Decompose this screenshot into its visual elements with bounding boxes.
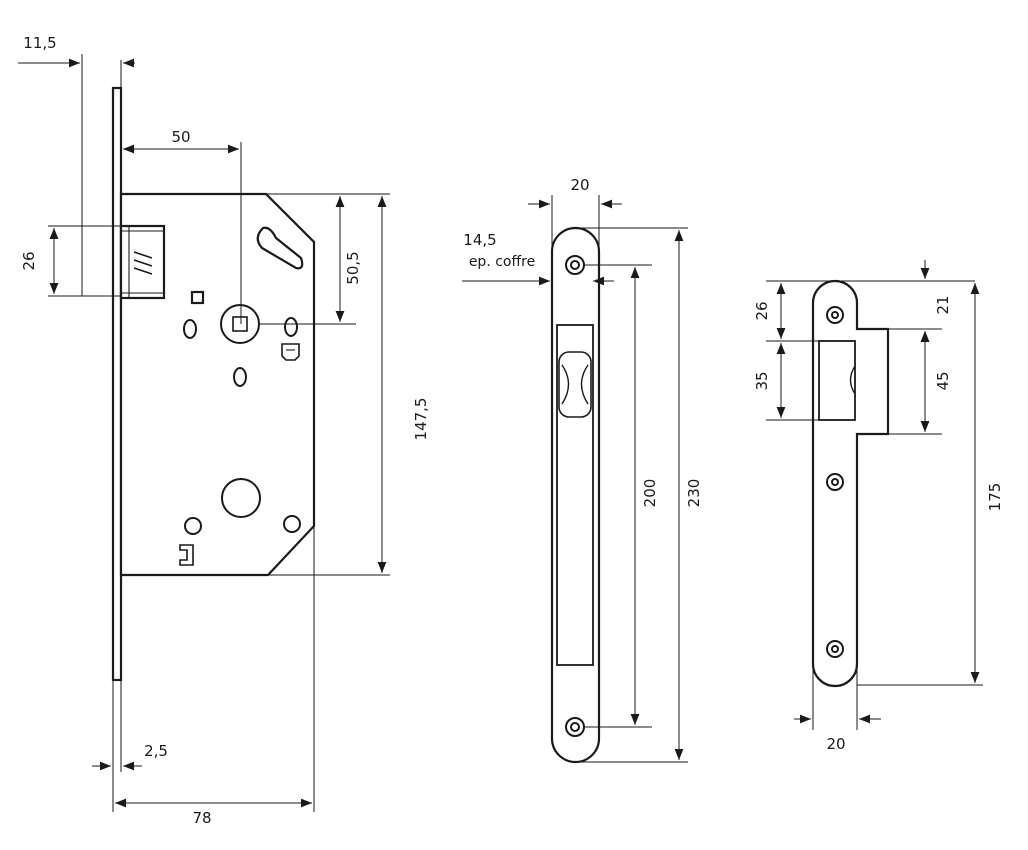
hook-mark xyxy=(179,544,194,566)
screw-hole xyxy=(184,517,202,535)
small-square-mark xyxy=(190,290,205,305)
oval-hole xyxy=(284,317,298,337)
oval-hole xyxy=(183,319,197,339)
clip-mark xyxy=(281,343,300,361)
dim-label-faceplate-screw-spacing: 200 xyxy=(641,479,659,508)
dim-label-strike-top-to-lip: 21 xyxy=(934,295,952,314)
dim-label-latch-height: 26 xyxy=(20,251,38,270)
spindle-square xyxy=(232,316,248,332)
dim-label-strike-width: 20 xyxy=(826,735,845,753)
dim-label-strike-screw-spacing: 175 xyxy=(986,483,1004,512)
strike-plate-view: 26 35 21 45 175 20 xyxy=(753,260,1004,753)
dim-label-faceplate-thickness: 2,5 xyxy=(144,742,168,760)
curved-slot xyxy=(256,226,304,270)
dim-label-faceplate-height: 230 xyxy=(685,479,703,508)
dim-label-faceplate-width: 20 xyxy=(570,176,589,194)
dim-label-strike-lip-height: 45 xyxy=(934,371,952,390)
dim-label-case-thickness: 14,5 xyxy=(463,231,496,249)
dim-label-strike-opening-height: 35 xyxy=(753,371,771,390)
lock-body-view: 11,5 50 26 50,5 147,5 2,5 78 xyxy=(18,34,430,827)
oval-hole xyxy=(233,367,247,387)
faceplate-latch-window xyxy=(558,351,592,418)
dim-label-backset-offset: 11,5 xyxy=(23,34,56,52)
dim-label-backset: 50 xyxy=(171,128,190,146)
dim-label-case-thickness-note: ep. coffre xyxy=(469,254,535,270)
latch-spring-icon xyxy=(133,251,153,275)
strike-opening xyxy=(818,340,856,421)
dim-label-total-depth: 78 xyxy=(192,809,211,827)
screw-hole xyxy=(283,515,301,533)
cylinder-hole xyxy=(221,478,261,518)
dim-label-strike-top-to-opening: 26 xyxy=(753,301,771,320)
lock-faceplate-strip xyxy=(111,86,123,682)
dim-label-spindle-to-top: 50,5 xyxy=(344,251,362,284)
dim-label-case-height: 147,5 xyxy=(412,398,430,441)
faceplate-view: 20 14,5 ep. coffre 200 230 xyxy=(462,176,703,764)
